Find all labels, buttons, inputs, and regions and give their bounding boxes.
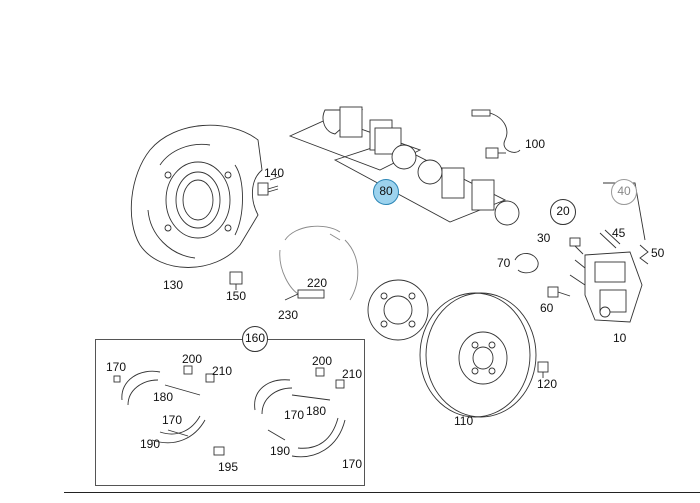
shoe-kit-group-box [95,339,365,486]
part-label-170[interactable]: 170 [106,360,127,374]
part-callout-80[interactable]: 80 [373,179,399,205]
part-label-180[interactable]: 180 [306,404,327,418]
part-label-100[interactable]: 100 [525,137,546,151]
part-label-120[interactable]: 120 [537,377,558,391]
part-label-220[interactable]: 220 [307,276,328,290]
bolt-120-illustration[interactable] [537,361,549,378]
part-label-130[interactable]: 130 [163,278,184,292]
part-label-150[interactable]: 150 [226,289,247,303]
part-callout-160[interactable]: 160 [242,326,268,352]
part-label-190[interactable]: 190 [270,444,291,458]
parking-brake-shoes-illustration[interactable] [279,225,359,301]
part-label-210[interactable]: 210 [212,364,233,378]
part-label-10[interactable]: 10 [613,331,627,345]
part-label-200[interactable]: 200 [312,354,333,368]
part-label-190[interactable]: 190 [140,437,161,451]
part-label-110[interactable]: 110 [454,414,474,428]
part-label-170[interactable]: 170 [162,413,183,427]
page-divider [64,492,700,493]
bolt-140-illustration[interactable] [257,175,283,196]
hub-illustration[interactable] [367,279,429,341]
brake-disc-illustration[interactable] [419,292,537,418]
part-label-170[interactable]: 170 [342,457,363,471]
part-label-45[interactable]: 45 [612,226,626,240]
part-label-30[interactable]: 30 [537,231,551,245]
part-label-50[interactable]: 50 [651,246,665,260]
part-label-170[interactable]: 170 [284,408,305,422]
part-callout-40[interactable]: 40 [611,179,637,205]
part-label-60[interactable]: 60 [540,301,554,315]
part-label-140[interactable]: 140 [264,166,285,180]
part-callout-20[interactable]: 20 [550,199,576,225]
adjuster-illustration[interactable] [284,289,325,301]
brake-pads-illustration[interactable] [288,106,520,226]
part-label-210[interactable]: 210 [342,367,363,381]
part-label-195[interactable]: 195 [218,460,239,474]
part-label-200[interactable]: 200 [182,352,203,366]
dust-shield-illustration[interactable] [130,124,263,275]
caliper-illustration[interactable] [569,251,643,323]
part-label-70[interactable]: 70 [497,256,511,270]
wear-sensor-illustration[interactable] [471,109,521,159]
bolt-150-illustration[interactable] [229,271,243,290]
part-label-230[interactable]: 230 [278,308,299,322]
part-label-180[interactable]: 180 [153,390,174,404]
shoe-kit-illustration[interactable] [113,365,346,458]
